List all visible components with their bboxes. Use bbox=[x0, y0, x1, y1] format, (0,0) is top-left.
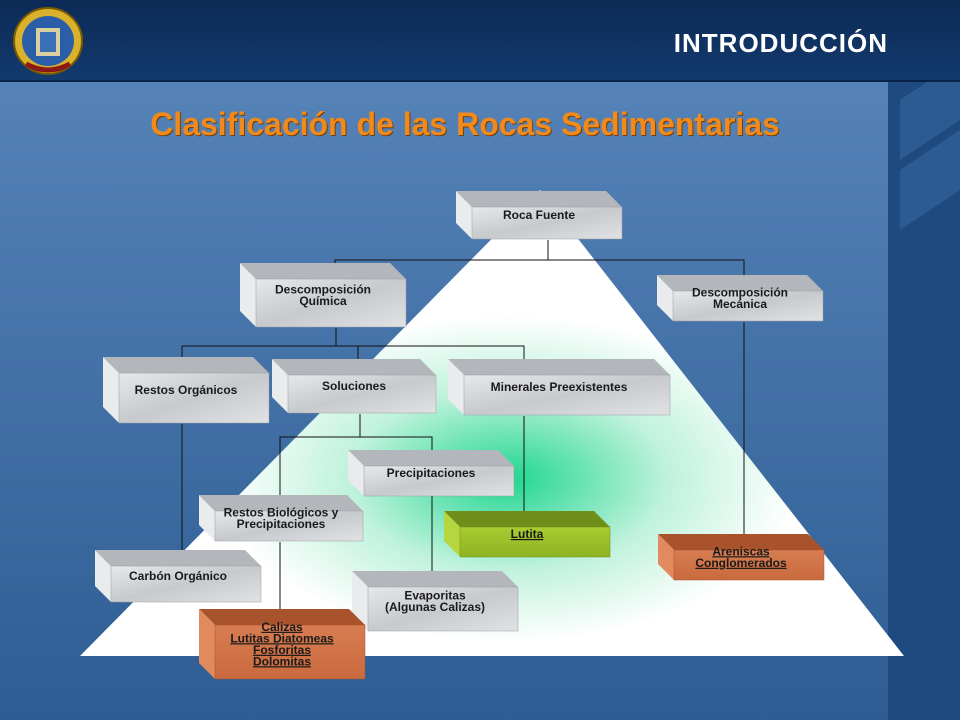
box-areniscas-conglomerados-label-1: Areniscas bbox=[712, 544, 770, 558]
box-restos-organicos-top-face bbox=[103, 357, 269, 373]
box-carbon-organico-label-1: Carbón Orgánico bbox=[129, 569, 227, 583]
box-calizas-label-1: Calizas bbox=[261, 620, 303, 634]
box-descomposicion-mecanica-front-face bbox=[672, 290, 824, 322]
box-carbon-organico-top-face bbox=[95, 550, 261, 566]
box-areniscas-conglomerados-front-face bbox=[673, 549, 825, 581]
box-minerales-preexistentes-top-face bbox=[448, 359, 670, 375]
box-restos-organicos-label-1: Restos Orgánicos bbox=[135, 383, 238, 397]
box-precipitaciones: Precipitaciones bbox=[348, 450, 515, 497]
box-evaporitas-label-1: Evaporitas bbox=[404, 588, 466, 602]
header-title: INTRODUCCIÓN bbox=[673, 28, 888, 58]
box-minerales-preexistentes-side-face bbox=[448, 359, 464, 415]
box-precipitaciones-top-face bbox=[348, 450, 514, 466]
box-soluciones: Soluciones bbox=[272, 359, 437, 414]
box-roca-fuente-front-face bbox=[471, 206, 623, 240]
box-calizas-label-2: Lutitas Diatomeas bbox=[230, 631, 334, 645]
box-restos-organicos-front-face bbox=[118, 372, 270, 424]
box-calizas-side-face bbox=[199, 609, 215, 679]
box-evaporitas-front-face bbox=[367, 586, 519, 632]
box-restos-biologicos-front-face bbox=[214, 510, 364, 542]
box-calizas-label-4: Dolomitas bbox=[253, 654, 311, 668]
box-descomposicion-mecanica-label-1: Descomposición bbox=[692, 285, 788, 299]
box-descomposicion-quimica-top-face bbox=[240, 263, 406, 279]
box-restos-biologicos-top-face bbox=[199, 495, 363, 511]
box-lutita-top-face bbox=[444, 511, 610, 527]
box-soluciones-side-face bbox=[272, 359, 288, 413]
box-areniscas-conglomerados-label-2: Conglomerados bbox=[695, 556, 787, 570]
box-roca-fuente: Roca Fuente bbox=[456, 191, 623, 240]
box-lutita-front-face bbox=[459, 526, 611, 558]
slide-title: Clasificación de las Rocas Sedimentarias bbox=[150, 106, 780, 142]
box-lutita-side-face bbox=[444, 511, 460, 557]
box-areniscas-conglomerados-top-face bbox=[658, 534, 824, 550]
box-evaporitas: Evaporitas(Algunas Calizas) bbox=[352, 571, 519, 632]
box-calizas-label-3: Fosforitas bbox=[253, 643, 311, 657]
header-bar: INTRODUCCIÓN bbox=[0, 0, 960, 80]
box-evaporitas-top-face bbox=[352, 571, 518, 587]
box-carbon-organico-side-face bbox=[95, 550, 111, 602]
box-descomposicion-quimica-label-1: Descomposición bbox=[275, 282, 371, 296]
box-restos-biologicos-side-face bbox=[199, 495, 215, 541]
box-soluciones-top-face bbox=[272, 359, 436, 375]
box-descomposicion-quimica-side-face bbox=[240, 263, 256, 327]
box-carbon-organico-front-face bbox=[110, 565, 262, 603]
box-lutita: Lutita bbox=[444, 511, 611, 558]
box-roca-fuente-top-face bbox=[456, 191, 622, 207]
box-minerales-preexistentes-label-1: Minerales Preexistentes bbox=[491, 380, 628, 394]
box-descomposicion-quimica-label-2: Química bbox=[299, 294, 347, 308]
box-roca-fuente-side-face bbox=[456, 191, 472, 239]
box-soluciones-label-1: Soluciones bbox=[322, 379, 386, 393]
box-lutita-label-1: Lutita bbox=[511, 527, 544, 541]
box-precipitaciones-label-1: Precipitaciones bbox=[387, 466, 476, 480]
box-calizas-front-face bbox=[214, 624, 366, 680]
box-descomposicion-mecanica-side-face bbox=[657, 275, 673, 321]
box-evaporitas-label-2: (Algunas Calizas) bbox=[385, 600, 485, 614]
box-restos-organicos-side-face bbox=[103, 357, 119, 423]
box-calizas-top-face bbox=[199, 609, 365, 625]
box-precipitaciones-front-face bbox=[363, 465, 515, 497]
box-soluciones-front-face bbox=[287, 374, 437, 414]
box-carbon-organico: Carbón Orgánico bbox=[95, 550, 262, 603]
box-areniscas-conglomerados-side-face bbox=[658, 534, 674, 580]
box-descomposicion-mecanica-label-2: Mecánica bbox=[713, 297, 767, 311]
box-roca-fuente-label-1: Roca Fuente bbox=[503, 208, 575, 222]
box-restos-biologicos-label-2: Precipitaciones bbox=[237, 517, 326, 531]
institution-seal-icon bbox=[13, 7, 83, 75]
box-precipitaciones-side-face bbox=[348, 450, 364, 496]
box-restos-biologicos-label-1: Restos Biológicos y bbox=[224, 505, 339, 519]
box-minerales-preexistentes-front-face bbox=[463, 374, 671, 416]
box-descomposicion-mecanica-top-face bbox=[657, 275, 823, 291]
box-minerales-preexistentes: Minerales Preexistentes bbox=[448, 359, 671, 416]
box-restos-organicos: Restos Orgánicos bbox=[103, 357, 270, 424]
box-descomposicion-quimica-front-face bbox=[255, 278, 407, 328]
